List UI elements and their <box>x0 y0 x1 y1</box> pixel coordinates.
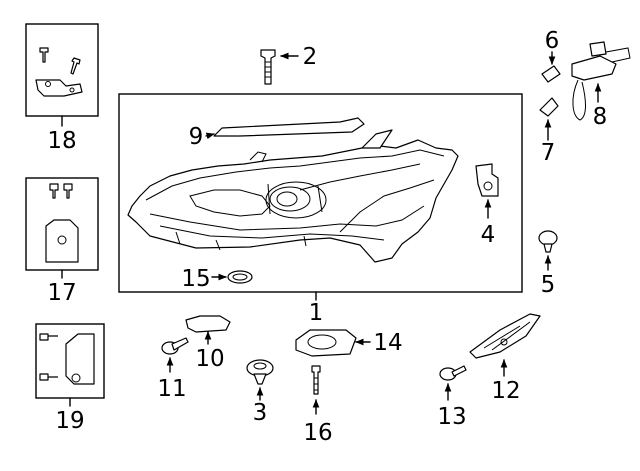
callout-19: 19 <box>55 408 84 434</box>
bolt-part-16 <box>311 365 321 415</box>
callout-3: 3 <box>253 400 268 426</box>
clip-part-5 <box>538 230 558 271</box>
screw-part-13 <box>439 365 467 401</box>
callout-15: 15 <box>181 266 210 292</box>
callout-12: 12 <box>491 378 520 404</box>
kit-18-group <box>25 23 99 127</box>
callout-5: 5 <box>541 272 556 298</box>
callout-18: 18 <box>47 128 76 154</box>
module-part-14 <box>295 329 371 357</box>
bracket-part-4 <box>475 163 499 219</box>
upper-trim-strip <box>213 117 365 137</box>
bracket-part-10 <box>185 315 231 345</box>
screw-part-2 <box>260 49 299 85</box>
headlamp-assembly-group <box>118 93 523 293</box>
screw-part-11 <box>161 337 189 373</box>
callout-16: 16 <box>303 420 332 446</box>
kit-17-group <box>25 177 99 279</box>
socket-harness-part-8 <box>571 41 631 121</box>
callout-8: 8 <box>593 104 608 130</box>
headlamp-housing <box>127 129 459 263</box>
cover-part-12 <box>469 313 541 377</box>
callout-17: 17 <box>47 280 76 306</box>
callout-4: 4 <box>481 222 496 248</box>
leader-9 <box>205 132 215 140</box>
grommet-part-3 <box>246 359 274 401</box>
kit-19-group <box>35 323 105 407</box>
bulb-parts-6-7 <box>539 51 561 141</box>
callout-7: 7 <box>541 140 556 166</box>
callout-14: 14 <box>373 330 402 356</box>
kit-18-frame <box>25 23 99 117</box>
callout-13: 13 <box>437 404 466 430</box>
callout-11: 11 <box>157 376 186 402</box>
callout-9: 9 <box>189 124 204 150</box>
callout-2: 2 <box>303 44 318 70</box>
callout-6: 6 <box>545 28 560 54</box>
callout-1: 1 <box>309 300 324 326</box>
seal-ring <box>227 270 253 284</box>
callout-10: 10 <box>195 346 224 372</box>
